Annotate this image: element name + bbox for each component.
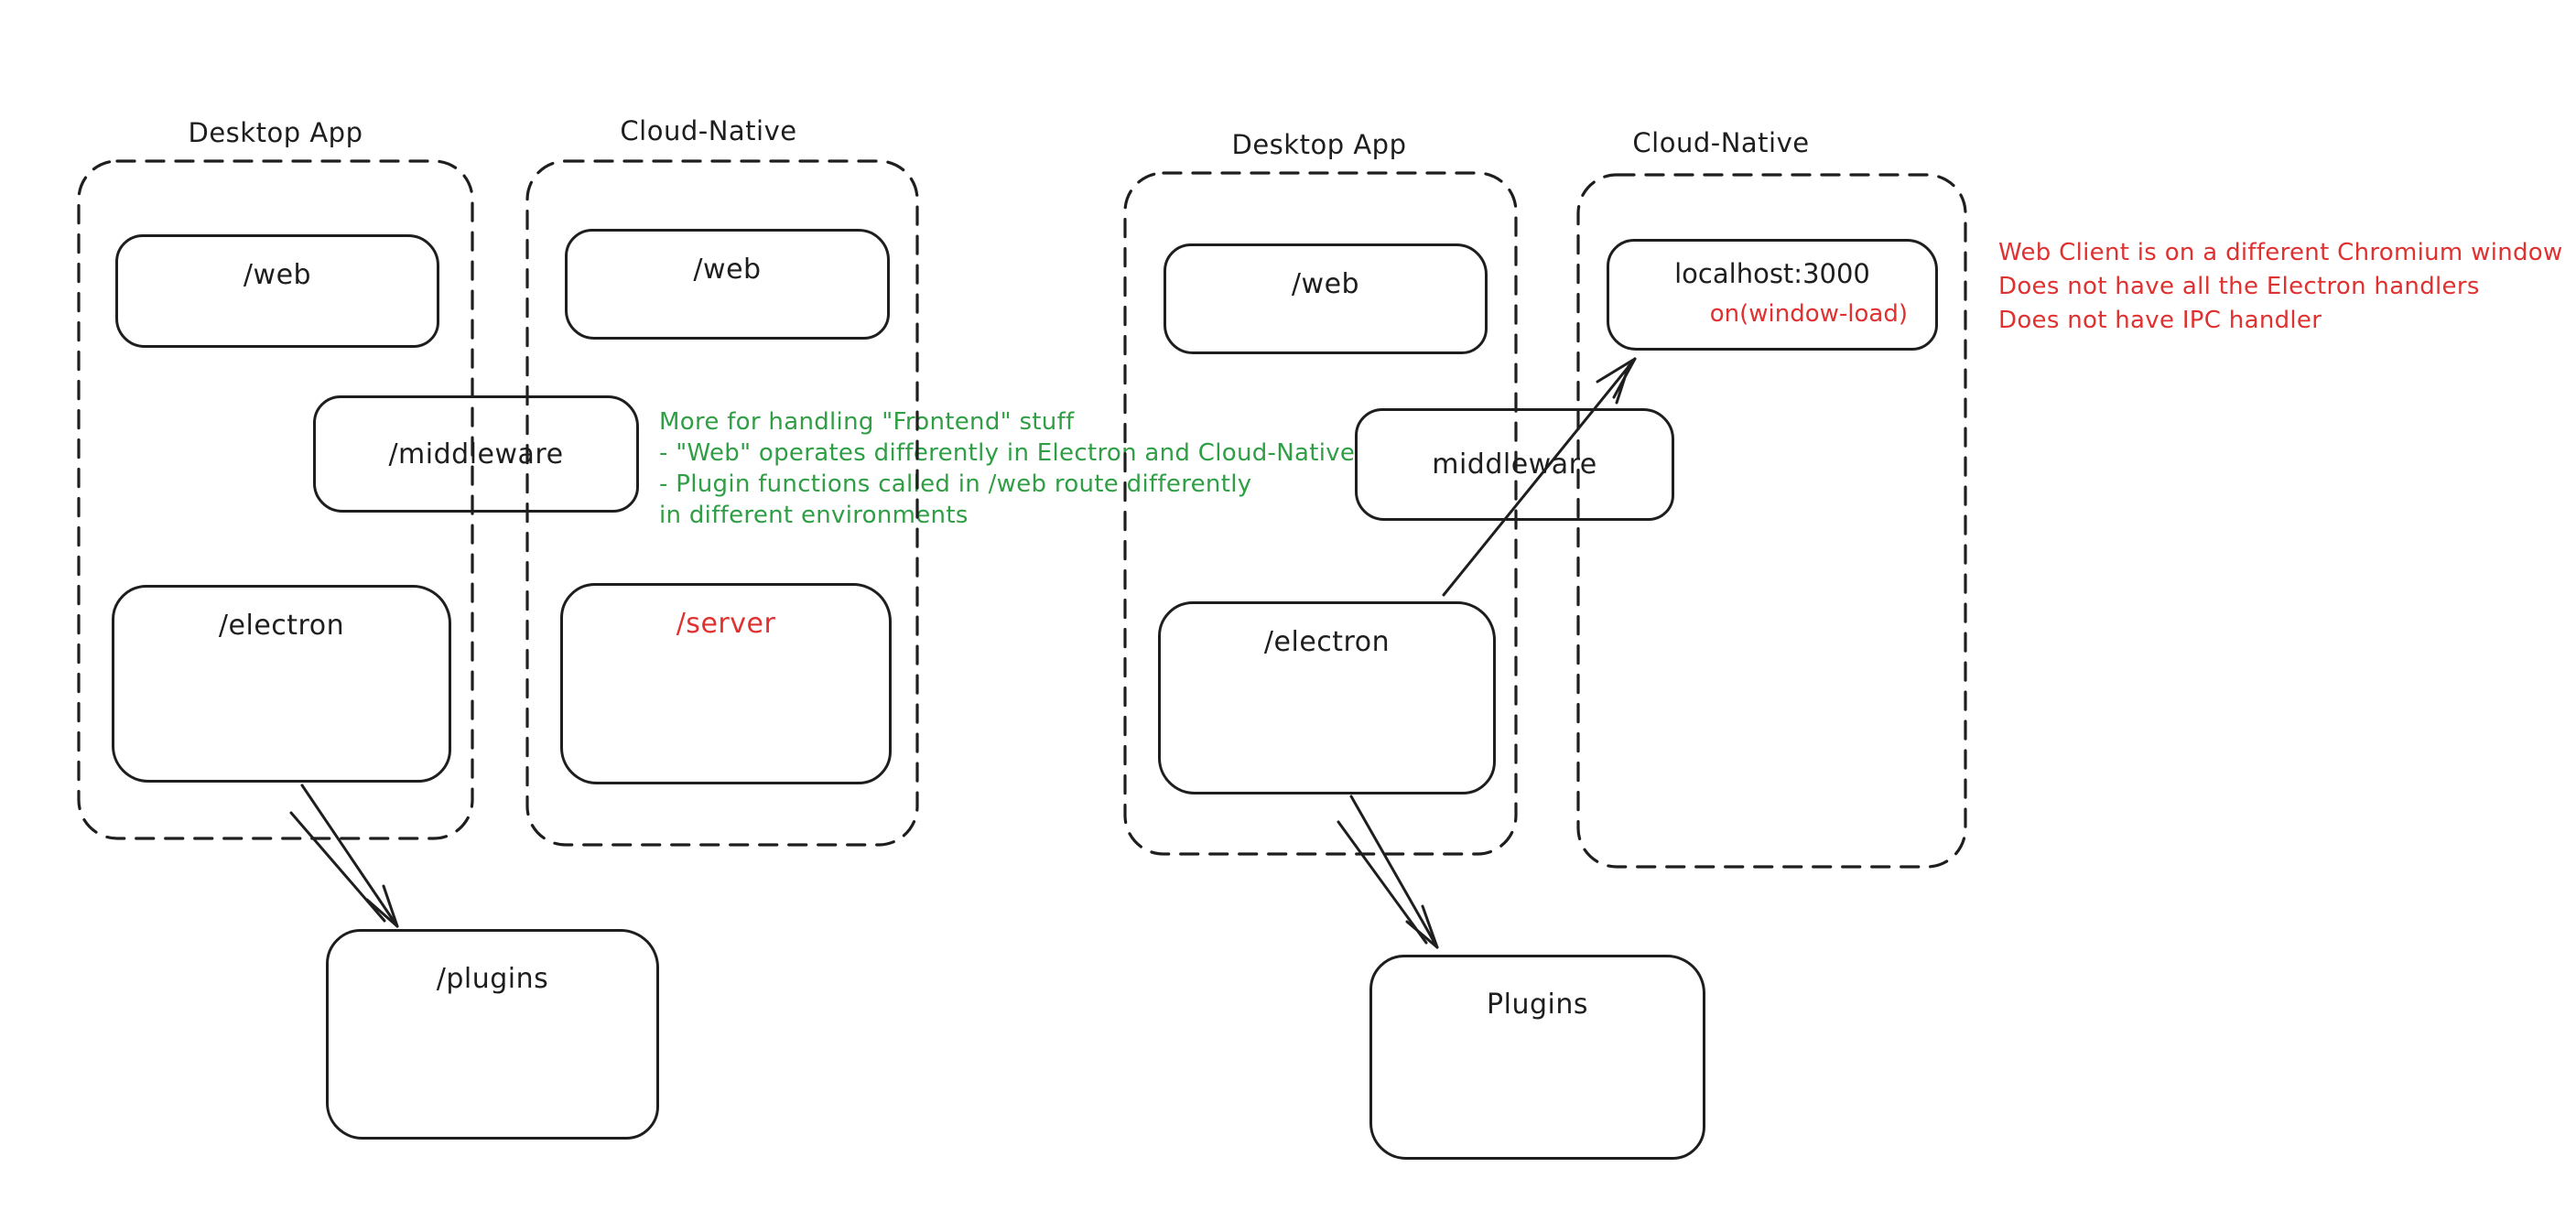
right-cloud-native-label: Cloud-Native <box>1632 127 1810 158</box>
left-middleware-box: /middleware <box>313 395 639 513</box>
red-note: Web Client is on a different Chromium wi… <box>1998 236 2563 338</box>
right-desktop-app-label: Desktop App <box>1231 129 1407 160</box>
right-middleware-box: middleware <box>1355 408 1674 521</box>
left-cloud-native-label: Cloud-Native <box>620 115 797 146</box>
window-load-event-label: on(window-load) <box>1709 300 1908 328</box>
right-middleware-label: middleware <box>1432 448 1597 481</box>
green-note: More for handling "Frontend" stuff - "We… <box>659 406 1355 531</box>
green-note-line-1: More for handling "Frontend" stuff <box>659 408 1075 436</box>
left-server-label: /server <box>676 608 776 640</box>
right-electron-to-plugins-arrow <box>1337 794 1439 949</box>
right-desktop-web-box: /web <box>1164 243 1488 354</box>
left-electron-to-plugins-arrow <box>289 784 399 928</box>
left-plugins-label: /plugins <box>436 963 549 995</box>
left-electron-box: /electron <box>112 585 451 783</box>
right-desktop-web-label: /web <box>1291 268 1360 300</box>
red-note-line-1: Web Client is on a different Chromium wi… <box>1998 239 2563 266</box>
red-note-line-3: Does not have IPC handler <box>1998 307 2322 334</box>
left-electron-label: /electron <box>218 610 345 642</box>
left-desktop-app-label: Desktop App <box>188 117 363 148</box>
right-localhost-box: localhost:3000 on(window-load) <box>1607 239 1938 351</box>
left-desktop-web-label: /web <box>243 259 312 291</box>
green-note-line-3: - Plugin functions called in /web route … <box>659 470 1252 498</box>
green-note-line-4: in different environments <box>659 502 969 529</box>
left-plugins-box: /plugins <box>326 929 659 1140</box>
right-plugins-label: Plugins <box>1487 989 1588 1021</box>
left-cloud-web-box: /web <box>565 229 890 340</box>
left-server-box: /server <box>560 583 892 784</box>
right-electron-box: /electron <box>1158 601 1496 794</box>
left-middleware-label: /middleware <box>388 438 564 470</box>
left-desktop-web-box: /web <box>115 234 439 348</box>
green-note-line-2: - "Web" operates differently in Electron… <box>659 439 1356 467</box>
right-plugins-box: Plugins <box>1369 955 1705 1160</box>
red-note-line-2: Does not have all the Electron handlers <box>1998 273 2480 300</box>
right-electron-label: /electron <box>1263 626 1391 658</box>
left-cloud-web-label: /web <box>693 254 762 286</box>
localhost-title: localhost:3000 <box>1674 258 1870 289</box>
